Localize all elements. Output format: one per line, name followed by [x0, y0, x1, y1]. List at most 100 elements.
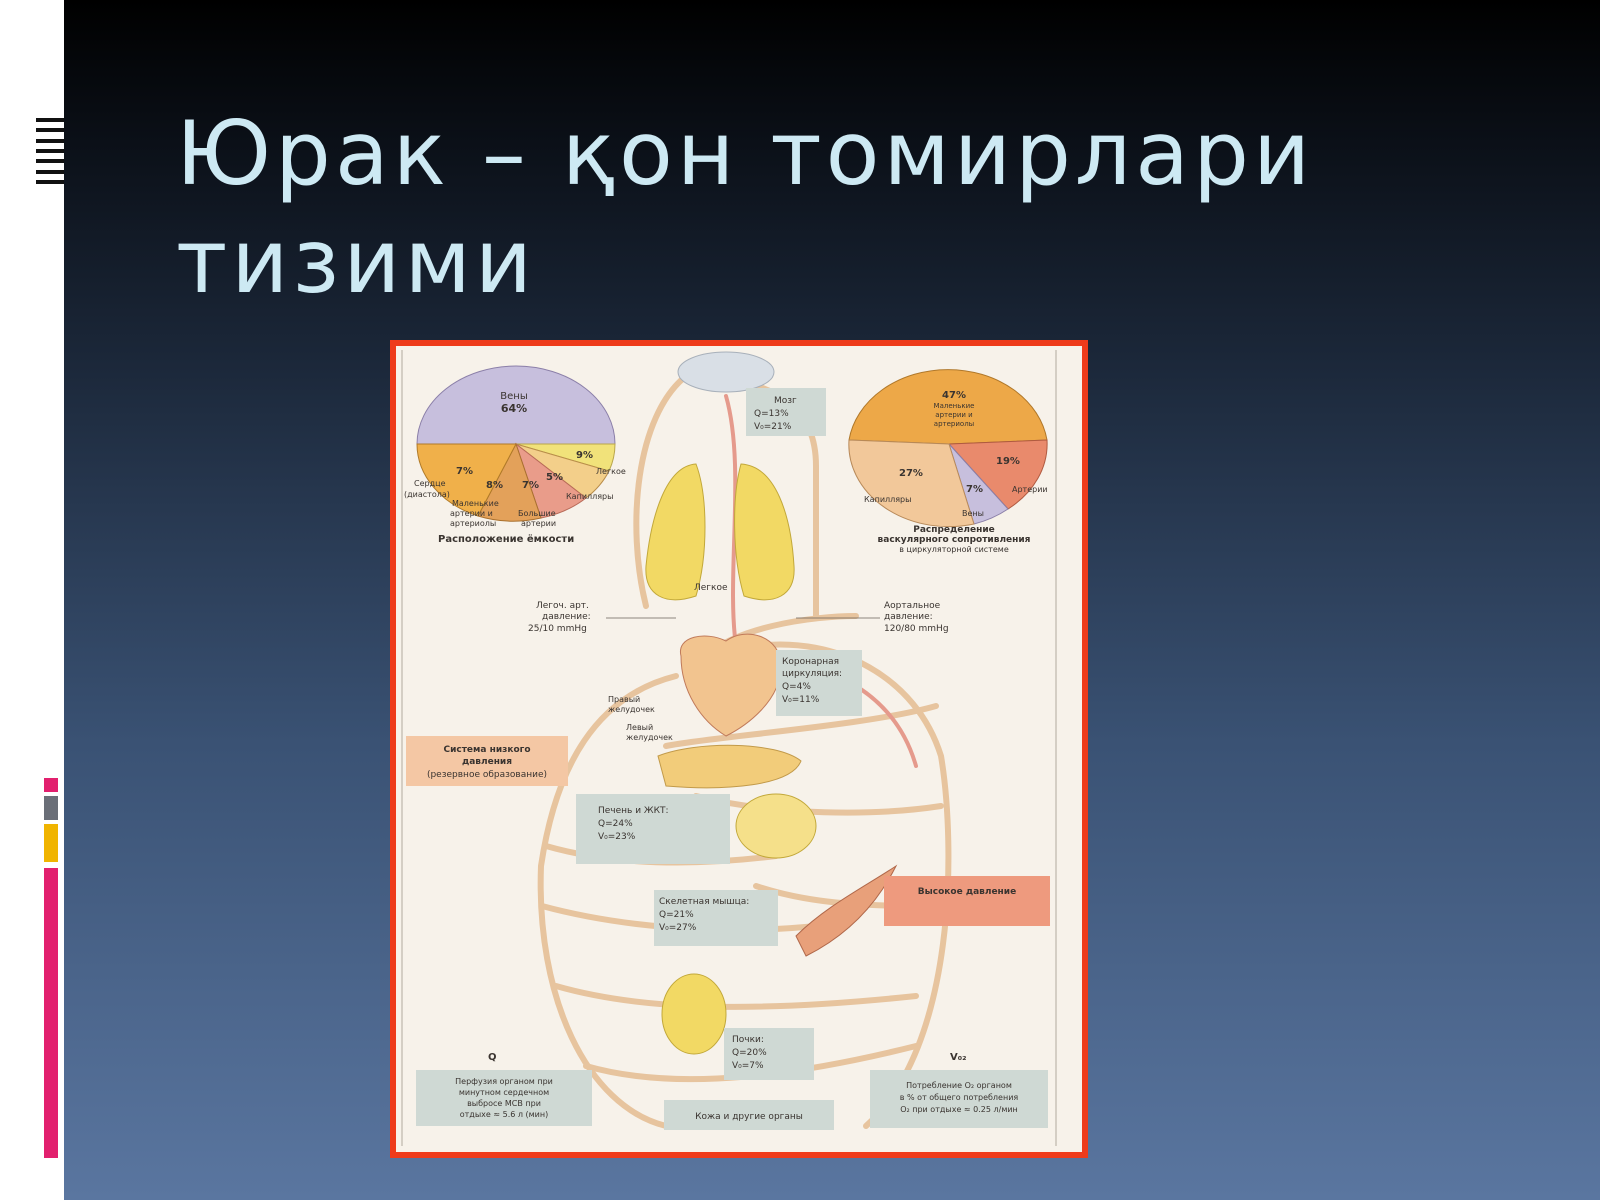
muscle-q: Q=21% — [659, 910, 694, 920]
pulm-pressure-l2: давление: — [542, 612, 591, 622]
resistance-pie-chart: 47% Маленькие артерии и артериолы 19% Ар… — [848, 369, 1048, 554]
cap-small-arteries-sub2: артериолы — [450, 519, 496, 528]
res-small-label-2: артерии и — [935, 411, 972, 419]
cap-veins-value: 64% — [501, 402, 527, 415]
perfusion-l2: минутном сердечном — [459, 1088, 549, 1097]
decorative-stripes — [36, 118, 64, 184]
liver-label-box — [576, 794, 730, 864]
brain-label-box — [746, 388, 826, 436]
muscle-name: Скелетная мышца: — [659, 897, 749, 907]
right-ventricle-l2: желудочек — [608, 705, 655, 714]
perfusion-l4: отдыхе ≈ 5.6 л (мин) — [460, 1110, 548, 1119]
low-pressure-l2: давления — [462, 757, 512, 767]
coronary-label-box — [776, 650, 862, 716]
left-ventricle-l2: желудочек — [626, 733, 673, 742]
res-veins-value: 7% — [966, 484, 983, 495]
vessel-venous-left — [537, 673, 679, 1129]
o2-note-l1: Потребление O₂ органом — [906, 1081, 1012, 1090]
kidney-q: Q=20% — [732, 1048, 767, 1058]
vessel-branch-2 — [693, 793, 944, 816]
cap-lung-label: Легкое — [596, 467, 626, 476]
cap-small-arteries-sub1: артерии и — [450, 509, 493, 518]
perfusion-l1: Перфузия органом при — [455, 1077, 553, 1086]
pie-slice-heart — [416, 443, 517, 517]
o2-note-box — [870, 1070, 1048, 1128]
cap-small-arteries-value: 8% — [486, 480, 503, 491]
brain-v: V₀=21% — [754, 422, 792, 432]
vessel-branch-1 — [663, 703, 939, 749]
coronary-l2: циркуляция: — [782, 669, 842, 679]
slide-title: Юрак – қон томирлари тизими — [176, 100, 1476, 316]
left-lung-illustration — [645, 463, 706, 601]
accent-bar-pink — [44, 868, 58, 1158]
perfusion-note-box — [416, 1070, 592, 1126]
cap-large-arteries-value: 7% — [522, 480, 539, 491]
cap-heart-sub: (диастола) — [404, 490, 450, 499]
res-slice-capillaries — [848, 439, 975, 528]
pulm-pressure-l3: 25/10 mmHg — [528, 624, 587, 634]
slide-title-line-2: тизими — [176, 210, 537, 313]
aortic-pressure-l2: давление: — [884, 612, 933, 622]
brain-q: Q=13% — [754, 409, 789, 419]
cap-large-arteries-sub: артерии — [521, 519, 556, 528]
res-title-3: в циркуляторной системе — [899, 545, 1009, 554]
cap-capillaries-label: Капилляры — [566, 492, 613, 501]
q-heading: Q — [488, 1052, 497, 1063]
cap-small-arteries-label: Маленькие — [452, 499, 499, 508]
vessel-pulmonary-up — [633, 373, 689, 609]
o2-note-l2: в % от общего потребления — [900, 1093, 1019, 1102]
high-pressure-box — [884, 876, 1050, 926]
circulation-diagram: Вены 64% 9% 5% 7% 8% 7% Легкое Капилляры… — [390, 340, 1088, 1158]
res-arteries-value: 19% — [996, 456, 1020, 467]
cap-large-arteries-label: Большие — [518, 509, 556, 518]
kidney-v: V₀=7% — [732, 1061, 764, 1071]
slide-title-line-1: Юрак – қон томирлари — [176, 102, 1315, 205]
aortic-pressure-l3: 120/80 mmHg — [884, 624, 949, 634]
vo-heading: V₀₂ — [950, 1052, 967, 1063]
cap-lung-value: 9% — [576, 450, 593, 461]
coronary-l1: Коронарная — [782, 657, 839, 667]
cap-heart-label: Сердце — [414, 479, 446, 488]
vessel-branch-6 — [553, 983, 919, 1010]
res-slice-small-arteries — [848, 369, 1048, 445]
pie-slice-veins — [416, 365, 616, 445]
low-pressure-l1: Система низкого — [443, 745, 530, 755]
accent-bar-yellow — [44, 824, 58, 862]
coronary-v: V₀=11% — [782, 695, 820, 705]
accent-bar-gray — [44, 796, 58, 820]
kidney-illustration — [661, 973, 727, 1055]
res-arteries-label: Артерии — [1012, 485, 1048, 494]
cap-veins-label: Вены — [500, 391, 527, 402]
kidney-label-box — [724, 1028, 814, 1080]
muscle-illustration — [795, 864, 898, 957]
heart-illustration — [680, 633, 782, 737]
muscle-label-box — [654, 890, 778, 946]
res-title-1: Распределение — [913, 525, 994, 535]
pulm-pressure-l1: Легоч. арт. — [536, 601, 589, 611]
res-small-value: 47% — [942, 390, 966, 401]
capacity-pie-chart: Вены 64% 9% 5% 7% 8% 7% Легкое Капилляры… — [404, 365, 626, 545]
vessel-branch-7 — [583, 1043, 919, 1083]
left-ventricle-l1: Левый — [626, 723, 653, 732]
skin-label-box — [664, 1100, 834, 1130]
res-title-2: васкулярного сопротивления — [878, 535, 1031, 545]
coronary-q: Q=4% — [782, 682, 811, 692]
res-small-label-1: Маленькие — [934, 402, 975, 410]
brain-illustration — [677, 351, 775, 393]
high-pressure-label: Высокое давление — [918, 887, 1016, 897]
gi-tract-illustration — [735, 793, 817, 859]
liver-q: Q=24% — [598, 819, 633, 829]
res-slice-arteries — [947, 439, 1048, 510]
right-ventricle-l1: Правый — [608, 695, 640, 704]
low-pressure-l3: (резервное образование) — [427, 770, 547, 780]
o2-note-l3: O₂ при отдыхе ≈ 0.25 л/мин — [900, 1105, 1018, 1114]
right-lung-illustration — [734, 463, 795, 601]
cap-capillaries-value: 5% — [546, 472, 563, 483]
res-veins-label: Вены — [962, 509, 984, 518]
liver-v: V₀=23% — [598, 832, 636, 842]
capacity-chart-title: Расположение ёмкости — [438, 533, 574, 545]
res-small-label-3: артериолы — [934, 420, 974, 428]
low-pressure-box — [406, 736, 568, 786]
circulation-diagram-svg: Вены 64% 9% 5% 7% 8% 7% Легкое Капилляры… — [401, 350, 1057, 1146]
res-capillaries-label: Капилляры — [864, 495, 911, 504]
